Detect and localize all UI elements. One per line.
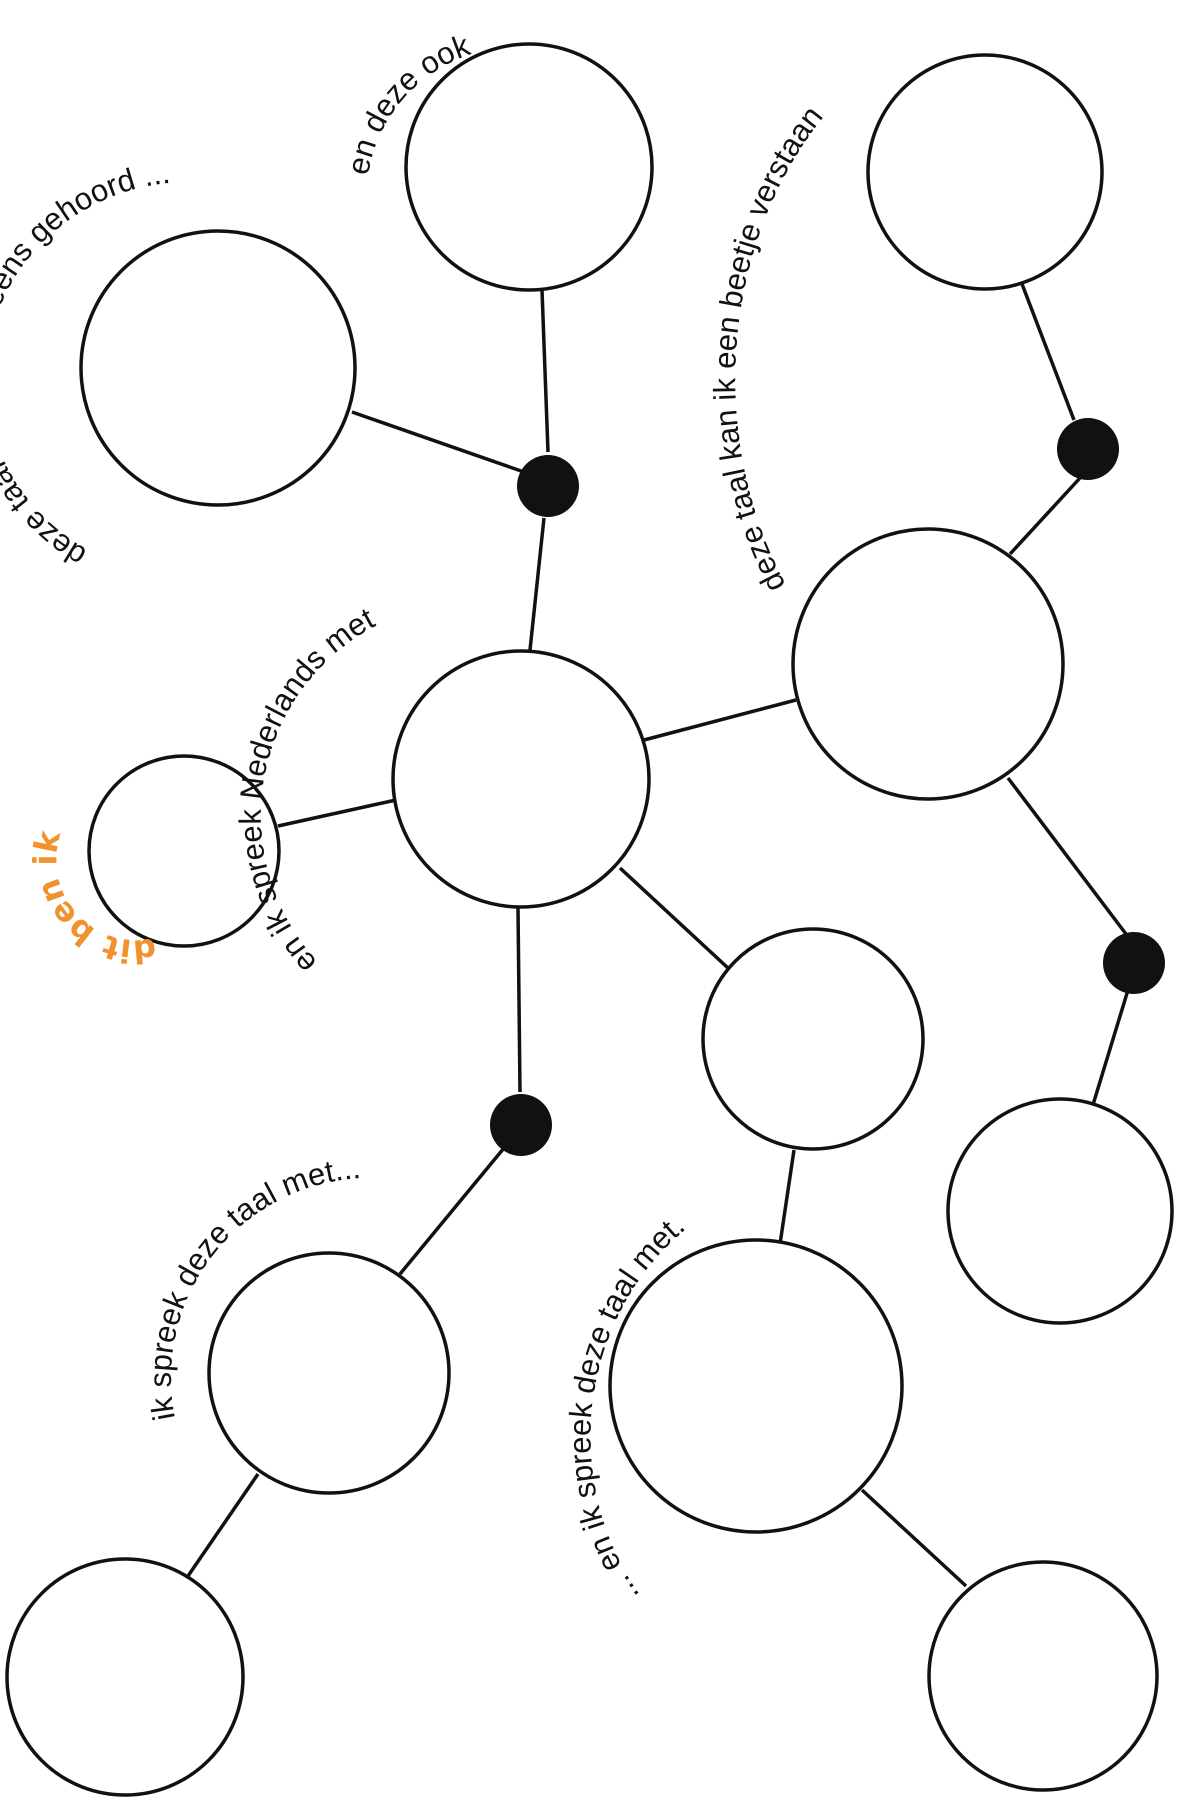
circle-lower-center[interactable]	[608, 1238, 904, 1534]
label-dutch: en ik spreek Nederlands met	[233, 600, 381, 980]
connector-also-to-junction	[540, 289, 550, 453]
circle-right-lower[interactable]	[946, 1097, 1174, 1325]
junction-dot-top	[517, 455, 579, 517]
language-circles	[5, 42, 1174, 1797]
circle-lower-left[interactable]	[207, 1251, 451, 1495]
connector-middle-to-lower-center	[778, 1149, 796, 1245]
label-understand: deze taal kan ik een beetje verstaan	[707, 99, 829, 598]
connector-junction-to-right-lower	[1090, 989, 1130, 1109]
label-also: en deze ook...	[0, 0, 475, 177]
junction-dot-bottom	[490, 1094, 552, 1156]
connector-lower-left-to-bottom-left	[186, 1473, 260, 1577]
connector-lower-center-to-bottom-right	[860, 1488, 968, 1588]
connector-me-to-center	[277, 798, 397, 828]
circle-also[interactable]	[404, 42, 654, 292]
label-understand-text: deze taal kan ik een beetje verstaan	[707, 99, 829, 598]
junction-dot-right-bottom	[1103, 932, 1165, 994]
circle-bottom-right[interactable]	[927, 1560, 1159, 1792]
connector-center-to-understand	[643, 698, 797, 742]
connector-heard-to-junction	[351, 410, 525, 474]
label-also-text: en deze ook...	[0, 0, 475, 177]
connector-junction-to-center	[528, 517, 546, 651]
connector-junction-to-understand	[1008, 476, 1082, 556]
junction-dots	[490, 418, 1165, 1156]
circle-understand[interactable]	[791, 527, 1065, 801]
connector-understand-to-junction	[1006, 776, 1128, 936]
circle-middle[interactable]	[701, 927, 925, 1151]
label-dutch-text: en ik spreek Nederlands met	[233, 600, 381, 980]
connector-center-to-junction	[516, 907, 522, 1093]
connector-center-to-middle	[618, 866, 730, 970]
connector-junction-to-lower-left	[398, 1146, 506, 1276]
circle-top-right[interactable]	[866, 53, 1104, 291]
circle-dutch-center[interactable]	[391, 649, 651, 909]
circle-heard[interactable]	[79, 229, 357, 507]
connector-top-right-to-junction	[1020, 283, 1076, 421]
connectors	[186, 283, 1130, 1588]
junction-dot-right-top	[1057, 418, 1119, 480]
circle-me[interactable]	[87, 754, 281, 948]
circle-bottom-left[interactable]	[5, 1557, 245, 1797]
